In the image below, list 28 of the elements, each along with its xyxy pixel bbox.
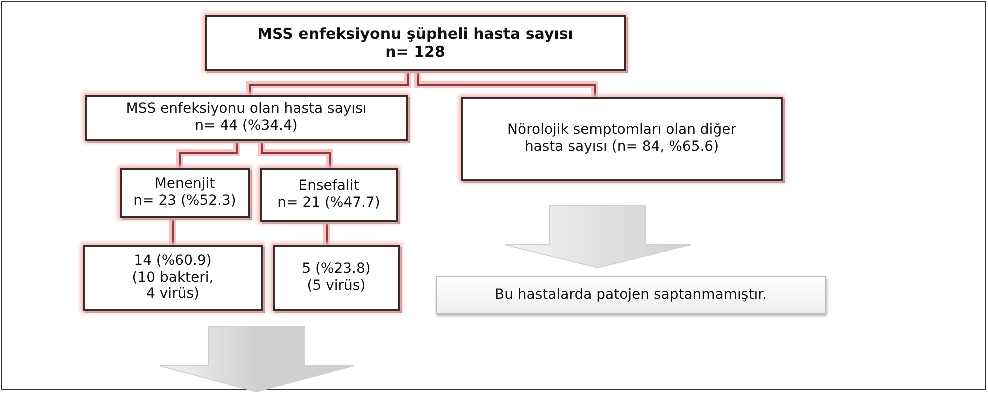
node-title: MSS enfeksiyonu olan hasta sayısı — [126, 101, 367, 118]
process-box — [205, 15, 626, 71]
connector-line — [179, 141, 238, 168]
block-arrow — [160, 326, 354, 393]
node-title: Bu hastalarda patojen saptanmamıştır. — [494, 286, 768, 304]
node-count: n= 128 — [386, 43, 446, 61]
connector-line — [326, 222, 328, 245]
node-title: 14 (%60.9) (10 bakteri, 4 virüs) — [131, 252, 215, 304]
node-title: Ensefalit — [298, 178, 360, 195]
process-box — [461, 97, 783, 181]
node-title: Nörolojik semptomları olan diğer hasta sayısı (n= 84, %65.6) — [506, 122, 738, 156]
process-box — [120, 168, 250, 218]
result-box — [83, 245, 263, 311]
block-arrow — [504, 206, 692, 269]
node-title: 5 (%23.8) (5 virüs) — [301, 261, 372, 295]
process-box — [260, 168, 398, 222]
node-count: n= 44 (%34.4) — [195, 118, 298, 135]
result-box — [273, 245, 400, 311]
node-title: MSS enfeksiyonu şüpheli hasta sayısı — [258, 25, 574, 43]
result-box — [436, 276, 826, 314]
node-title: Menenjit — [154, 176, 216, 193]
process-box — [85, 95, 408, 141]
connector-line — [261, 141, 331, 168]
node-count: n= 23 (%52.3) — [134, 193, 236, 210]
node-count: n= 21 (%47.7) — [278, 195, 380, 212]
connector-line — [417, 71, 596, 97]
connector-line — [249, 71, 409, 95]
connector-line — [172, 218, 174, 245]
